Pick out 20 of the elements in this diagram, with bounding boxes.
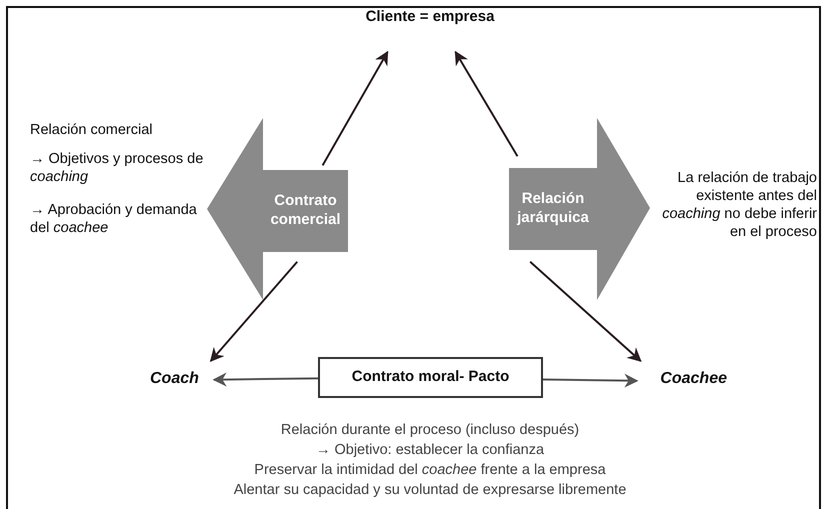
note-text: Alentar su capacidad y su voluntad de expresarse libremente (232, 482, 628, 500)
node-label: Cliente = empresa (366, 8, 494, 27)
note-text: Preservar la intimidad del coachee frente a la empresa (253, 462, 607, 480)
arrow (212, 372, 318, 387)
arrow (542, 374, 638, 388)
contract-box: Contrato moral- Pacto (318, 357, 543, 398)
arrow-label: Relación jarárquica (516, 190, 590, 228)
node-label: Coachee (660, 369, 727, 389)
arrow (529, 261, 642, 362)
side-note: La relación de trabajo existente antes del coaching no debe inferir en el proceso (661, 169, 817, 242)
arrow (210, 261, 298, 362)
node-label: Coach (150, 369, 199, 389)
side-note: → Aprobación y demanda del coachee (30, 201, 198, 238)
arrow-label: Contrato comercial (269, 192, 342, 230)
note-text: → Objetivo: establecer la confianza (314, 442, 546, 460)
side-note: Relación comercial (30, 121, 154, 140)
note-text: Relación durante el proceso (incluso después) (280, 422, 580, 440)
arrow (322, 50, 388, 166)
arrow (454, 50, 518, 157)
side-note: → Objetivos y procesos de coaching (30, 150, 204, 186)
